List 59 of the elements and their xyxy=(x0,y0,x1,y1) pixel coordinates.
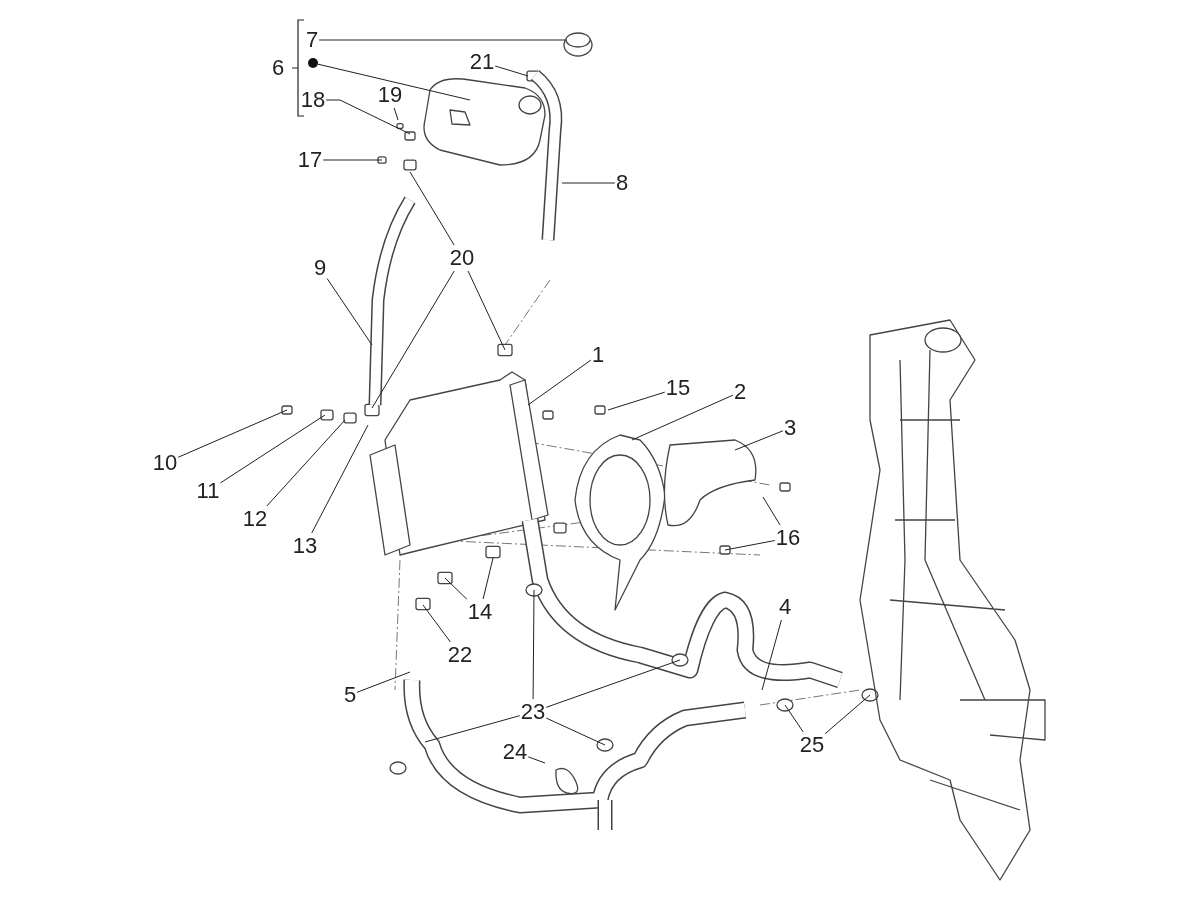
leader-line xyxy=(734,430,784,451)
leader-line xyxy=(482,557,494,600)
leader-line xyxy=(824,694,871,735)
leader-line xyxy=(424,715,521,743)
leader-line xyxy=(762,496,781,526)
callout-number: 1 xyxy=(590,342,606,368)
leader-line xyxy=(494,65,529,77)
leader-line xyxy=(326,278,373,346)
callout-number: 21 xyxy=(468,49,496,75)
callout-number: 12 xyxy=(241,506,269,532)
callout-number: 5 xyxy=(342,682,358,708)
leader-line xyxy=(409,171,455,246)
leader-line xyxy=(527,756,546,764)
leader-line xyxy=(356,671,411,693)
leader-line xyxy=(545,659,681,708)
callout-number: 4 xyxy=(777,594,793,620)
callout-number: 11 xyxy=(195,478,221,504)
callout-number: 2 xyxy=(732,379,748,405)
callout-number: 25 xyxy=(798,732,826,758)
callout-number: 10 xyxy=(151,450,179,476)
leader-line xyxy=(393,107,399,121)
leader-line xyxy=(545,717,606,746)
callout-number: 17 xyxy=(296,147,324,173)
callout-number: 6 xyxy=(270,55,286,81)
callout-number: 24 xyxy=(501,739,529,765)
leader-line xyxy=(561,182,616,184)
callout-number: 14 xyxy=(466,599,494,625)
callout-number: 16 xyxy=(774,525,802,551)
leader-line xyxy=(532,589,535,700)
leader-line xyxy=(266,419,346,507)
leader-line xyxy=(761,619,782,691)
leader-line xyxy=(422,604,451,643)
callout-number: 19 xyxy=(376,82,404,108)
callout-number: 7 xyxy=(304,27,320,53)
callout-number: 13 xyxy=(291,533,319,559)
callout-number: 18 xyxy=(299,87,327,113)
leader-line xyxy=(784,704,804,733)
leader-line xyxy=(444,577,468,600)
leader-line xyxy=(371,270,455,409)
leader-line xyxy=(177,409,288,458)
leader-line xyxy=(322,159,383,161)
bullet-dot xyxy=(308,58,318,68)
leader-line xyxy=(219,414,326,484)
callout-number: 22 xyxy=(446,642,474,668)
callout-number: 23 xyxy=(519,699,547,725)
callout-number: 9 xyxy=(312,255,328,281)
leader-line xyxy=(318,39,566,41)
callout-number: 20 xyxy=(448,245,476,271)
leader-line xyxy=(467,270,506,351)
callout-number: 8 xyxy=(614,170,630,196)
leader-line xyxy=(325,99,411,135)
leader-line xyxy=(527,359,592,406)
leader-line xyxy=(311,424,369,534)
leader-line xyxy=(317,63,471,101)
leader-line xyxy=(724,540,776,551)
leader-line xyxy=(607,391,666,411)
callout-number: 3 xyxy=(782,415,798,441)
leader-line xyxy=(631,394,734,441)
callout-number: 15 xyxy=(664,375,692,401)
